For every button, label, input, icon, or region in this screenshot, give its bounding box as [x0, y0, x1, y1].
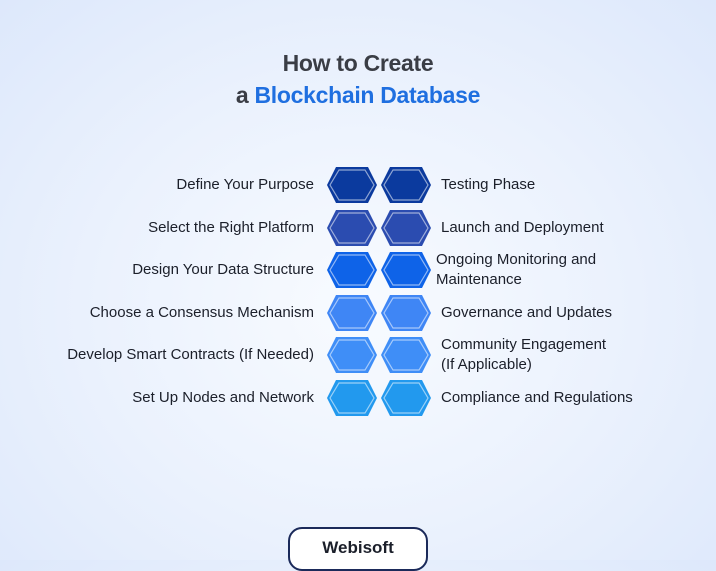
hex-right-shape [381, 337, 431, 373]
hex-right-shape [381, 295, 431, 331]
hex-pair-3 [326, 251, 432, 289]
hex-left-shape [327, 210, 377, 246]
step-left-6: Set Up Nodes and Network [132, 389, 314, 406]
step-left-2: Select the Right Platform [148, 219, 314, 236]
hex-right-inner-outline [383, 297, 429, 329]
step-right-4: Governance and Updates [441, 303, 612, 323]
hex-right-inner-outline [383, 169, 429, 201]
step-right-2: Launch and Deployment [441, 218, 604, 238]
hex-right-shape [381, 210, 431, 246]
hex-pair-5 [326, 336, 432, 374]
step-right-6-line-1: Compliance and Regulations [441, 389, 633, 406]
step-left-3: Design Your Data Structure [132, 261, 314, 278]
step-left-4: Choose a Consensus Mechanism [89, 304, 314, 321]
brand-logo: Webisoft [288, 527, 428, 571]
hex-left-inner-outline [329, 297, 375, 329]
hex-right-inner-outline [383, 254, 429, 286]
page-title-line-2: a Blockchain Database [0, 80, 716, 111]
step-left-1: Define Your Purpose [176, 176, 314, 193]
step-right-3: Ongoing Monitoring and Maintenance [436, 250, 596, 290]
hex-left-inner-outline [329, 169, 375, 201]
page-title-line-1: How to Create [282, 50, 434, 76]
hex-left-shape [327, 167, 377, 203]
hex-left-inner-outline [329, 382, 375, 414]
title-accent: Blockchain Database [254, 82, 481, 108]
hex-left-inner-outline [329, 212, 375, 244]
hex-pair-svg [327, 167, 431, 203]
hex-pair-svg [327, 210, 431, 246]
hex-pair-svg [327, 252, 431, 288]
brand-name: Webisoft [322, 538, 394, 557]
step-left-5: Develop Smart Contracts (If Needed) [67, 346, 314, 363]
hex-left-shape [327, 380, 377, 416]
step-right-3-line-1: Ongoing Monitoring and [436, 251, 597, 268]
hex-left-shape [327, 295, 377, 331]
step-right-6: Compliance and Regulations [441, 388, 633, 408]
step-right-2-line-1: Launch and Deployment [441, 219, 604, 236]
hex-pair-2 [326, 209, 432, 247]
title-prefix: a [235, 82, 255, 108]
hex-left-shape [327, 337, 377, 373]
step-right-3-line-2: Maintenance [436, 271, 522, 288]
hex-right-inner-outline [383, 212, 429, 244]
step-right-4-line-1: Governance and Updates [441, 304, 612, 321]
hex-right-shape [381, 167, 431, 203]
hex-pair-svg [327, 295, 431, 331]
hex-right-inner-outline [383, 339, 429, 371]
hex-pair-6 [326, 379, 432, 417]
step-right-5-line-2: (If Applicable) [441, 356, 532, 373]
hex-pair-1 [326, 166, 432, 204]
step-right-5-line-1: Community Engagement [441, 336, 607, 353]
hex-pair-4 [326, 294, 432, 332]
hex-pair-svg [327, 337, 431, 373]
step-right-5: Community Engagement (If Applicable) [441, 335, 606, 375]
hex-pair-svg [327, 380, 431, 416]
hex-left-inner-outline [329, 254, 375, 286]
hex-right-shape [381, 252, 431, 288]
step-right-1: Testing Phase [441, 175, 535, 195]
hex-left-inner-outline [329, 339, 375, 371]
hex-right-inner-outline [383, 382, 429, 414]
hex-left-shape [327, 252, 377, 288]
hex-right-shape [381, 380, 431, 416]
step-right-1-line-1: Testing Phase [441, 176, 536, 193]
